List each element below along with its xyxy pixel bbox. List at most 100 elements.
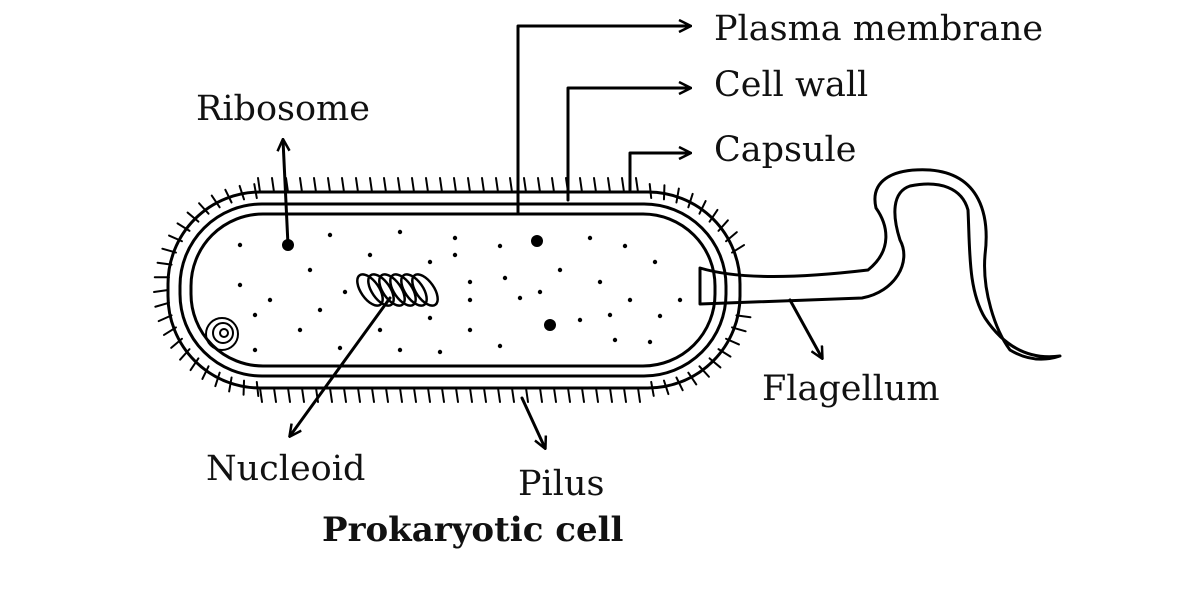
ribosome-dot [544,319,556,331]
cytoplasm-granule [657,313,663,319]
pilus-hair [355,177,359,193]
pilus-hair [553,387,557,403]
cytoplasm-granule [437,349,443,355]
cytoplasm-granule [317,307,323,313]
diagram-title: Prokaryotic cell [322,510,624,550]
cytoplasm-granule [612,337,618,343]
cytoplasm-granule [307,267,313,273]
pilus-hair [425,177,429,193]
pilus-hair [357,387,361,403]
pilus-hair [537,177,541,193]
pilus-hair [623,387,627,403]
flagellum-shape [698,168,1062,361]
cytoplasm-granule [467,297,473,303]
pilus-hair [525,387,529,403]
pilus-hair [495,177,499,193]
pilus-hair [210,194,221,209]
pilus-hair [153,289,169,293]
pilus-hair [579,177,583,193]
pilus-hair [687,192,694,209]
ribosome-dot [531,235,543,247]
nucleoid-loop [400,273,428,307]
pilus-hair [397,177,401,193]
pilus-hair [483,387,487,403]
cytoplasm-granule [587,235,593,241]
cytoplasm-granule [652,259,658,265]
pilus-hair [371,387,375,403]
pilus-hair [411,177,415,193]
pilus-hair [399,387,403,403]
cytoplasm-granule [342,289,348,295]
cytoplasm-granule [377,327,383,333]
pilus-hair [637,387,641,403]
pilus-hair [469,387,473,403]
nucleoid-coil [356,273,439,307]
cytoplasm-granule [677,297,683,303]
cytoplasm-granule [577,317,583,323]
cytoplasm-granule [397,347,403,353]
pilus-hair [329,387,333,403]
pilus-hair [708,357,722,369]
label-nucleoid: Nucleoid [206,449,365,489]
cytoplasm-granule [517,295,523,301]
cytoplasm-granule [452,235,458,241]
cytoplasm-granule [467,327,473,333]
pilus-hair [567,387,571,403]
pilus-hair [343,387,347,403]
pilus-hair [201,365,210,380]
pilus-hair [383,177,387,193]
pilus-hair [427,387,431,403]
cytoplasm-granule [647,339,653,345]
cytoplasm-granule [397,229,403,235]
pilus-hair [214,371,221,388]
plasmid-spiral [205,317,239,351]
label-capsule: Capsule [714,130,856,170]
pilus-hair [698,365,710,378]
cytoplasm-granule [267,297,273,303]
pilus-hair [413,387,417,403]
pilus-hair [607,177,611,193]
pilus-hair [708,208,719,223]
pilus-hair [509,177,513,193]
pilus-hair [581,387,585,403]
cytoplasm-granule [452,252,458,258]
label-plasma-membrane: Plasma membrane [714,9,1043,49]
cytoplasm-granule [557,267,563,273]
label-flagellum: Flagellum [762,369,940,409]
capsule-outline [166,190,742,390]
pilus-hair [273,387,277,403]
cytoplasm-granule [597,279,603,285]
pilus-hair [154,301,170,308]
cytoplasm-granule [252,312,258,318]
pilus-hair [257,177,261,193]
pilus-hair [687,371,698,386]
cytoplasm-granule [237,282,243,288]
cytoplasm-granule [622,243,628,249]
cytoplasm-granule [367,252,373,258]
pili-hairs [153,177,752,403]
leader-lines [283,26,822,448]
pilus-hair [621,177,625,193]
pilus-hair [341,177,345,193]
pilus-hair [609,387,613,403]
plasma-membrane-outline [189,212,717,368]
pilus-hair [189,357,200,372]
pilus-hair [593,177,597,193]
cytoplasm-granule [467,279,473,285]
pilus-hair [511,387,515,403]
label-cell-wall: Cell wall [714,65,868,105]
pilus-hair [523,177,527,193]
pilus-hair [198,202,210,215]
cytoplasm-granule [537,289,543,295]
pilus-hair [481,177,485,193]
pilus-hair [595,387,599,403]
cytoplasm-granule [502,275,508,281]
pilus-hair [497,387,501,403]
nucleoid-loop [367,273,395,307]
pilus-hair [327,177,331,193]
cytoplasm-granule [327,232,333,238]
pilus-hair [453,177,457,193]
cytoplasm-granule [627,297,633,303]
pilus-hair [698,200,707,215]
label-ribosome: Ribosome [196,89,370,129]
